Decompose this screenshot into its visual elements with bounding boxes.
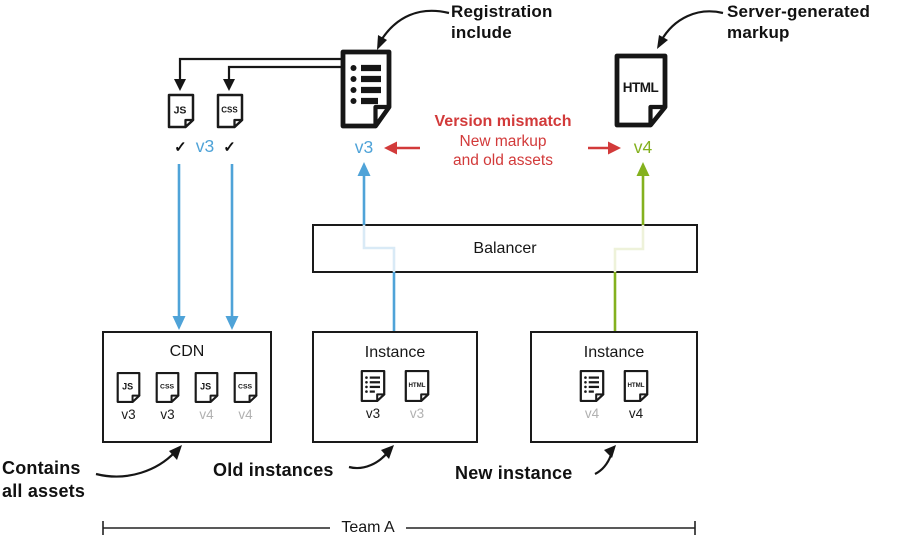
file-version: v4 [584, 406, 600, 421]
balancer-title: Balancer [473, 239, 537, 257]
svg-text:HTML: HTML [408, 382, 425, 389]
balancer-box: Balancer [312, 224, 698, 273]
contains-all-assets-label: Contains all assets [2, 458, 86, 501]
include-list-icon [579, 369, 605, 403]
css-checkmark: ✓ [223, 138, 236, 156]
registration-include-doc-icon [338, 48, 394, 135]
instance-new-title: Instance [583, 344, 645, 361]
html-file-icon: HTML [623, 369, 649, 403]
instance-old-title: Instance [364, 344, 426, 361]
arrow-server-markup-callout [657, 10, 724, 49]
version-mismatch-title: Version mismatch [434, 113, 572, 130]
svg-text:CSS: CSS [221, 106, 238, 115]
svg-text:JS: JS [200, 381, 211, 391]
js-file-icon: JS [194, 372, 219, 403]
cdn-files-row: JS v3 CSS v3 JS v4 [104, 370, 270, 422]
server-generated-markup-label: Server-generated markup [727, 2, 871, 42]
html-file-icon: HTML [404, 369, 430, 403]
arrow-mismatch-to-v3 [384, 141, 420, 155]
instance-new-box: Instance v4 HTML v4 [530, 331, 698, 443]
arrow-new-instance-callout [594, 445, 616, 475]
html-file: HTML v3 [403, 368, 431, 421]
svg-text:CSS: CSS [160, 383, 174, 390]
arrow-doc-to-css [223, 65, 342, 91]
arrow-css-to-cdn [225, 164, 239, 330]
svg-text:JS: JS [174, 105, 187, 117]
html-file: HTML v4 [622, 368, 650, 421]
arrow-doc-to-js [174, 57, 342, 91]
instance-new-files: v4 HTML v4 [532, 368, 696, 421]
arrow-js-to-cdn [172, 164, 186, 330]
svg-text:HTML: HTML [623, 80, 659, 95]
js-asset-icon: JS [166, 92, 196, 135]
registration-include-label: Registration include [451, 2, 553, 42]
file-version: v4 [238, 407, 253, 422]
css-file-icon: CSS [233, 372, 258, 403]
arrow-old-instances-callout [348, 445, 394, 470]
arrow-contains-callout [95, 445, 182, 478]
file-version: v3 [409, 406, 425, 421]
new-markup-version-label: v4 [633, 137, 653, 157]
instance-old-box: Instance v3 HTML v3 [312, 331, 478, 443]
html-markup-doc-icon: HTML [612, 52, 670, 135]
svg-text:CSS: CSS [238, 383, 252, 390]
cdn-file-js-v4: JS v4 [193, 370, 220, 422]
file-version: v3 [121, 407, 136, 422]
old-instances-label: Old instances [213, 460, 334, 480]
arrow-registration-callout [377, 9, 450, 50]
cdn-title: CDN [169, 343, 205, 360]
arrow-mismatch-to-v4 [588, 141, 621, 155]
svg-text:HTML: HTML [627, 382, 644, 389]
js-checkmark: ✓ [174, 138, 187, 156]
css-file-icon: CSS [155, 372, 180, 403]
new-instance-label: New instance [455, 463, 573, 483]
old-markup-version-label: v3 [354, 137, 374, 157]
asset-version-row: ✓ v3 ✓ [158, 136, 252, 157]
team-a-label: Team A [341, 519, 395, 536]
file-version: v3 [365, 406, 381, 421]
js-file-icon: JS [116, 372, 141, 403]
file-version: v3 [160, 407, 175, 422]
css-asset-icon: CSS [215, 92, 245, 135]
assets-version-label: v3 [195, 136, 215, 156]
version-mismatch-note: Version mismatch New markup and old asse… [418, 111, 588, 170]
cdn-box: CDN JS v3 CSS v3 [102, 331, 272, 443]
include-file: v4 [578, 368, 606, 421]
include-list-icon [360, 369, 386, 403]
instance-old-files: v3 HTML v3 [314, 368, 476, 421]
file-version: v4 [628, 406, 644, 421]
svg-text:JS: JS [122, 381, 133, 391]
cdn-file-js-v3: JS v3 [115, 370, 142, 422]
file-version: v4 [199, 407, 214, 422]
cdn-file-css-v3: CSS v3 [154, 370, 181, 422]
cdn-file-css-v4: CSS v4 [232, 370, 259, 422]
include-file: v3 [359, 368, 387, 421]
